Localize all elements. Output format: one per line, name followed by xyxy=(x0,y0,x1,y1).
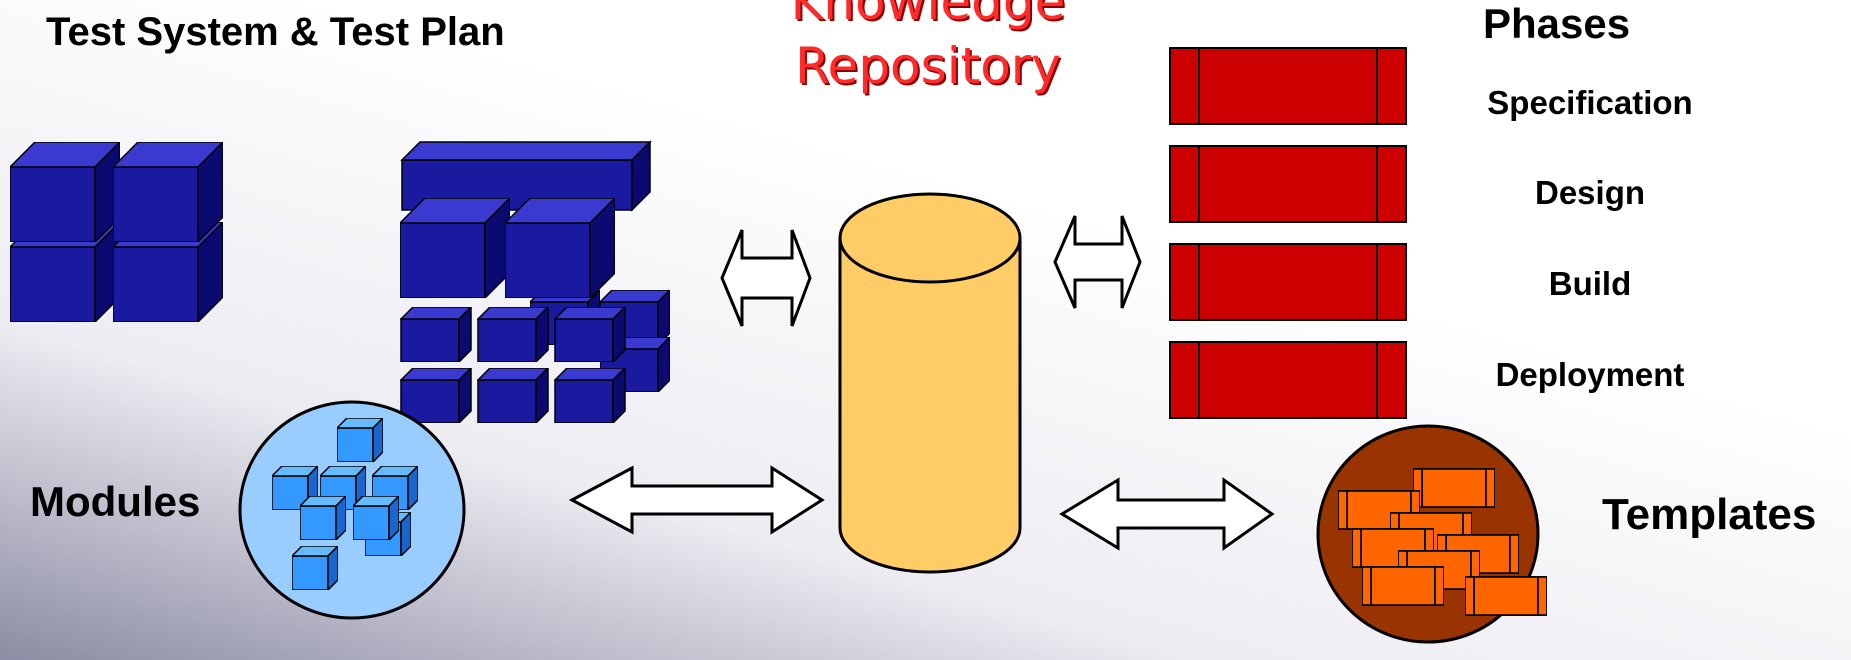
phase-label-design: Design xyxy=(1534,174,1646,211)
phase-label-build: Build xyxy=(1548,265,1632,302)
templates-label: Templates xyxy=(1602,490,1817,539)
templates-circle xyxy=(1316,424,1547,644)
double-arrow-icon xyxy=(568,215,1275,551)
knowledge-repository-title: Knowledge Repository xyxy=(768,0,1088,98)
phase-bars xyxy=(1169,47,1407,419)
phase-label-specification: Specification xyxy=(1487,84,1693,121)
repository-title-line2: Repository xyxy=(795,37,1061,95)
test-system-blocks xyxy=(10,142,223,322)
modules-circle xyxy=(238,400,466,620)
test-plan-blocks xyxy=(400,140,670,423)
knowledge-repository-cylinder xyxy=(838,192,1022,574)
phase-label-deployment: Deployment xyxy=(1495,356,1685,393)
modules-label: Modules xyxy=(30,478,201,525)
repository-title-line1: Knowledge xyxy=(790,0,1066,31)
test-system-title: Test System & Test Plan xyxy=(46,10,505,54)
phases-title: Phases xyxy=(1483,0,1631,47)
